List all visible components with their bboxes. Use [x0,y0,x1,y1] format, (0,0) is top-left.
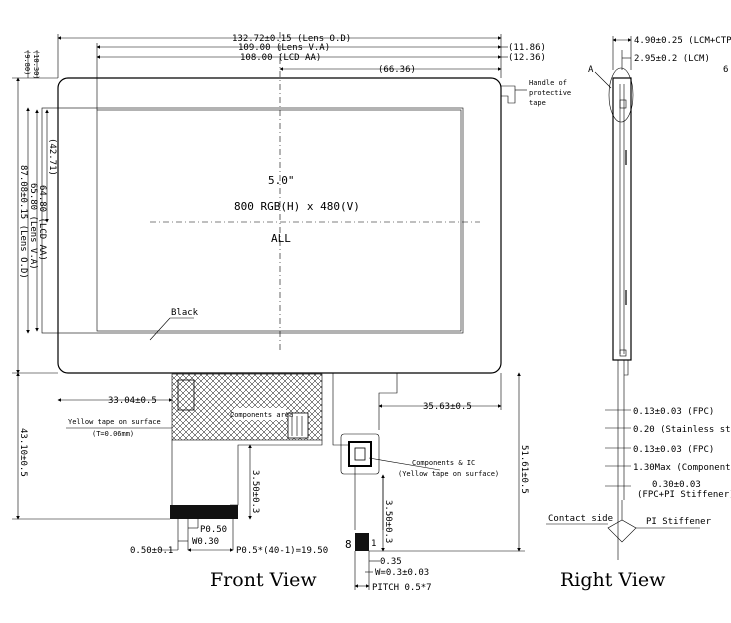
module-side-profile [612,77,632,361]
dim-33-04: 33.04±0.5 [108,396,157,406]
dim-51-61: 51.61±0.5 [519,445,529,494]
dim-2-95: 2.95±0.2 (LCM) [634,54,710,64]
components-ic-label-1: Components & IC [412,459,475,467]
right-view: 4.90±0.25 (LCM+CTP) 2.95±0.2 (LCM) 6 A 0… [546,36,731,591]
screen-size: 5.0" [268,174,295,187]
dim-lens-od-width: 132.72±0.15 (Lens O.D) [232,34,351,44]
dim-p0-50: P0.50 [200,525,227,535]
protective-tape-handle [501,85,516,104]
contact-side-label: Contact side [548,514,613,524]
dim-lcd-aa-height: 64.80 (LCD AA) [37,185,47,261]
yellow-tape-label-1: Yellow tape on surface [68,418,161,426]
pi-stiffener-label: PI Stiffener [646,517,712,527]
handle-label-2: protective [529,89,571,97]
detail-a-ellipse [608,67,634,123]
dim-0-35: 0.35 [380,557,402,567]
dim-66-36: (66.36) [378,65,416,75]
marker-a: A [588,65,594,75]
dim-4-90: 4.90±0.25 (LCM+CTP) [634,36,731,46]
lens-outline [57,77,502,374]
right-view-title: Right View [560,569,666,591]
label-0-20: 0.20 (Stainless steel,0. [633,425,731,435]
handle-label-1: Handle of [529,79,567,87]
all-label: ALL [271,232,291,245]
dim-9-80: (9.80) [23,50,31,75]
dim-lens-va-width: 109.00 (Lens V.A) [238,43,330,53]
dim-11-86: (11.86) [508,43,546,53]
cut-label-6: 6 [723,65,728,75]
label-0-13-fpc-a: 0.13±0.03 (FPC) [633,407,714,417]
dim-w-small: W=0.3±0.03 [375,568,429,578]
dim-0-50: 0.50±0.1 [130,546,173,556]
dim-43-10: 43.10±0.5 [18,428,28,477]
label-1-30max: 1.30Max (Components & [633,463,731,473]
dim-lens-va-height: 65.80 (Lens V.A) [28,183,38,270]
fpc-contacts-right [355,533,369,551]
dim-lcd-aa-width: 108.00 (LCD AA) [240,53,321,63]
pin-1-label: 1 [371,539,376,549]
lens-view-area [41,107,464,334]
front-view-title: Front View [210,569,317,591]
ic-component [340,433,380,475]
lcd-active-area [96,109,462,332]
dim-pitch-total: P0.5*(40-1)=19.50 [236,546,328,556]
yellow-tape-label-2: (T=0.06mm) [92,430,134,438]
components-area-label: Components area [230,411,293,419]
dim-lens-od-height: 87.08±0.15 (Lens O.D) [18,165,28,279]
dim-w0-30: W0.30 [192,537,219,547]
black-label: Black [171,308,199,318]
components-ic-label-2: (Yellow tape on surface) [398,470,499,478]
dim-12-36: (12.36) [508,53,546,63]
dim-35-63: 35.63±0.5 [423,402,472,412]
label-fpc-pi: (FPC+PI Stiffener) [637,490,731,500]
dim-3-50-left: 3.50±0.3 [250,470,260,513]
dim-10-30: (10.30) [32,50,40,80]
label-0-30: 0.30±0.03 [652,480,701,490]
front-view: 132.72±0.15 (Lens O.D) 109.00 (Lens V.A)… [12,32,571,593]
dim-pitch-small: PITCH 0.5*7 [372,583,432,593]
fpc-contacts-left [170,505,238,519]
handle-label-3: tape [529,99,546,107]
dim-3-50-right: 3.50±0.3 [383,500,393,543]
dim-42-71: (42.71) [47,138,57,176]
label-0-13-fpc-b: 0.13±0.03 (FPC) [633,445,714,455]
resolution: 800 RGB(H) x 480(V) [234,200,360,213]
pin-8-label: 8 [345,538,352,551]
